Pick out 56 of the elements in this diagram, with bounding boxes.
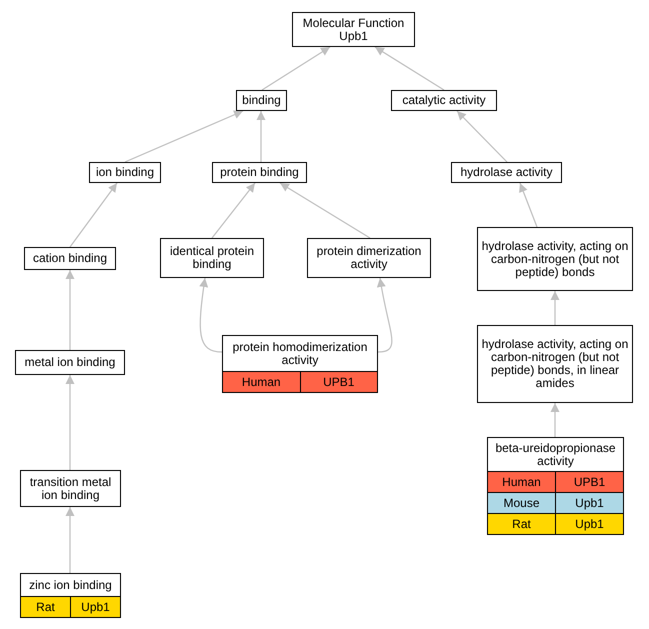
annotation-cell-text: Human [240, 374, 282, 391]
term-label: hydrolase activity [459, 164, 554, 181]
term-box [89, 162, 161, 183]
term-label: identical protein binding [168, 243, 256, 273]
term-box [15, 350, 125, 375]
term-box [160, 238, 264, 278]
term-label: zinc ion binding [28, 576, 113, 594]
term-box [20, 470, 121, 507]
arrow [66, 270, 74, 350]
annotation-cell-text: Rat [35, 599, 56, 616]
arrow [456, 110, 508, 162]
arrow [66, 375, 74, 470]
term-label: binding [241, 92, 282, 109]
annotation-cell-text: Human [501, 474, 542, 491]
term-box [307, 238, 431, 278]
term-box [20, 573, 121, 618]
term-box [292, 12, 415, 47]
annotation-cell-text: Mouse [502, 495, 541, 512]
arrow [374, 46, 444, 90]
term-label: metal ion binding [24, 354, 116, 371]
term-label: beta-ureidopropionase activity [494, 440, 617, 470]
arrow [66, 507, 74, 573]
annotation-cell: Upb1 [70, 597, 120, 617]
term-label: ion binding [94, 164, 156, 181]
term-label: catalytic activity [401, 92, 487, 109]
term-label: Molecular Function Upb1 [302, 14, 406, 44]
term-box [236, 90, 287, 111]
arrow [280, 182, 370, 239]
term-box [487, 437, 624, 535]
term-box [222, 335, 378, 393]
term-label: protein homodimerization activity [232, 338, 368, 368]
term-label: hydrolase activity, acting on carbon-nitrogen (but not peptide) bonds, in linear amides [480, 336, 630, 392]
arrow [550, 291, 560, 325]
annotation-cell: Upb1 [555, 514, 623, 534]
term-box [24, 247, 116, 270]
term-label: protein dimerization activity [316, 243, 422, 273]
arrow [377, 278, 392, 353]
term-label: cation binding [32, 250, 108, 267]
term-box [451, 162, 562, 183]
term-box [212, 162, 307, 183]
term-label: protein binding [219, 164, 300, 181]
annotation-cell-text: Rat [511, 516, 532, 533]
term-box [477, 227, 633, 291]
arrow [519, 182, 538, 228]
arrow [124, 110, 244, 163]
term-label: transition metal ion binding [28, 474, 112, 504]
term-label: hydrolase activity, acting on carbon-nitrogen (but not peptide) bonds [480, 238, 630, 280]
arrow [212, 182, 256, 238]
term-box [391, 90, 497, 111]
annotation-cell: UPB1 [300, 372, 377, 392]
term-box [477, 325, 633, 403]
arrow [70, 182, 118, 248]
arrow [256, 111, 266, 162]
arrow [199, 278, 222, 353]
arrow [550, 403, 560, 437]
arrow [262, 46, 330, 90]
